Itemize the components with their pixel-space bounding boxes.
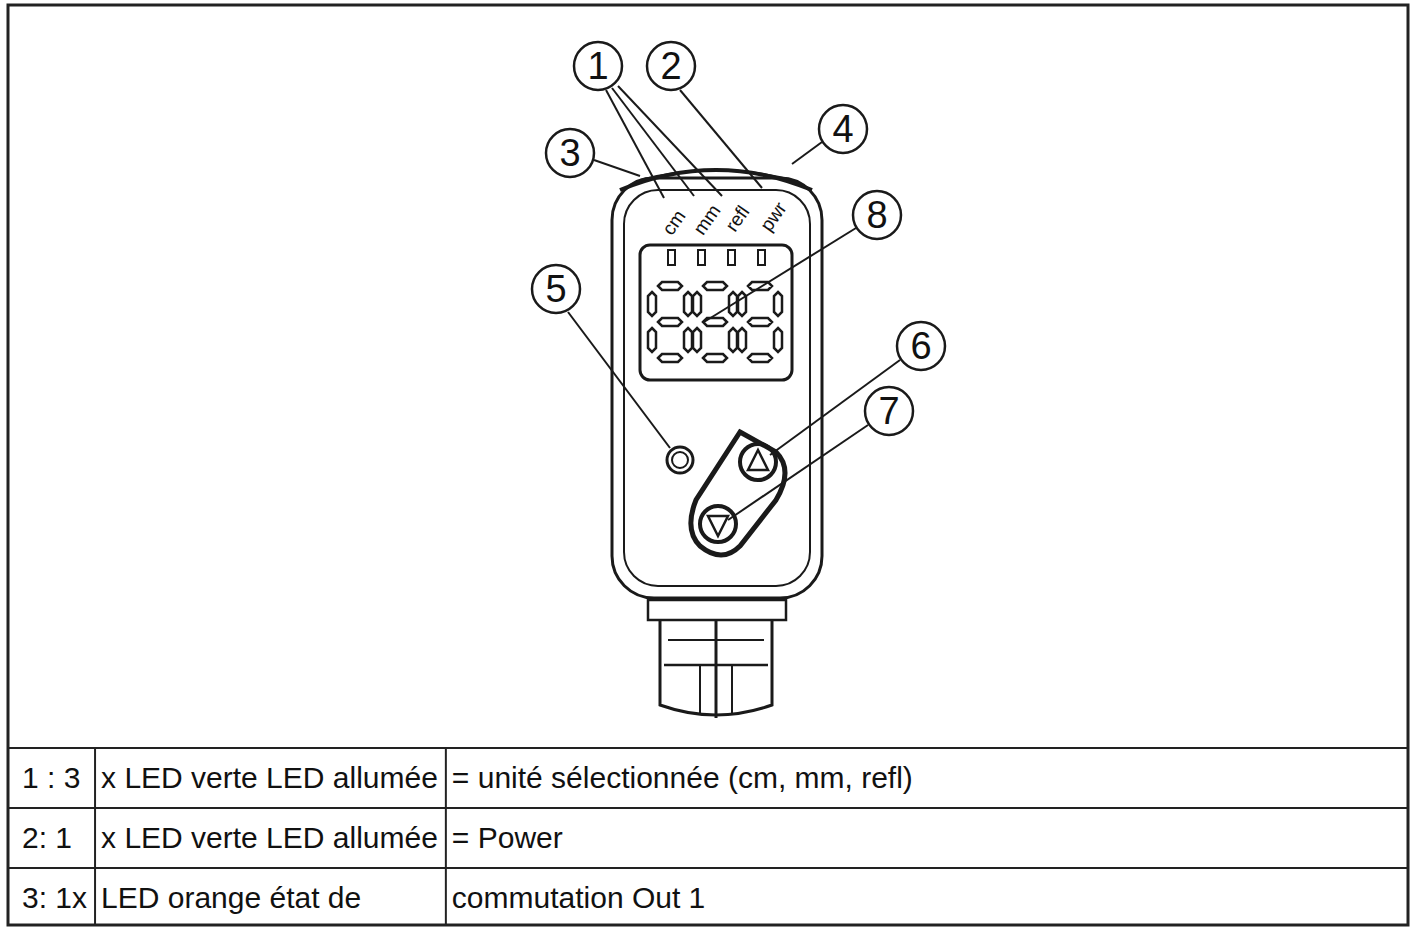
callout-circle bbox=[897, 322, 945, 370]
leader-lines bbox=[568, 86, 900, 520]
callout-circle bbox=[865, 387, 913, 435]
callout-circle bbox=[647, 42, 695, 90]
display-segment bbox=[658, 282, 682, 290]
display-segment bbox=[774, 292, 782, 316]
display-segment bbox=[658, 354, 682, 362]
display-segment bbox=[648, 328, 656, 352]
table-cell: 1 : 3 bbox=[22, 763, 80, 793]
callout-circles bbox=[532, 42, 945, 435]
led-window bbox=[698, 250, 705, 265]
callout-number: 3 bbox=[559, 134, 580, 172]
table-cell: x LED verte LED allumée bbox=[101, 823, 438, 853]
callout-circle bbox=[532, 265, 580, 313]
display-segment bbox=[693, 292, 701, 316]
led-label: pwr bbox=[756, 198, 789, 234]
led-label: cm bbox=[659, 206, 689, 238]
sensor-body bbox=[612, 170, 822, 718]
table-column-line bbox=[445, 748, 447, 925]
table-cell: = Power bbox=[452, 823, 563, 853]
callout-circle bbox=[546, 129, 594, 177]
led-label: mm bbox=[690, 201, 724, 238]
seven-segment-display bbox=[648, 282, 782, 362]
outer-frame bbox=[8, 5, 1408, 925]
callout-number: 5 bbox=[545, 270, 566, 308]
table-cell: x LED verte LED allumée bbox=[101, 763, 438, 793]
table-line bbox=[8, 867, 1408, 869]
led-window bbox=[758, 250, 765, 265]
display-segment bbox=[729, 328, 737, 352]
table-column-line bbox=[94, 748, 96, 925]
led-window bbox=[668, 250, 675, 265]
table-line bbox=[8, 747, 1408, 749]
callout-number: 7 bbox=[878, 392, 899, 430]
callout-circle bbox=[574, 42, 622, 90]
display-segment bbox=[648, 292, 656, 316]
callout-number: 1 bbox=[587, 47, 608, 85]
callout-number: 8 bbox=[866, 196, 887, 234]
display-segment bbox=[703, 318, 727, 326]
led-window bbox=[728, 250, 735, 265]
display-segment bbox=[684, 292, 692, 316]
display-segment bbox=[703, 282, 727, 290]
display-segment bbox=[774, 328, 782, 352]
table-column-lines bbox=[95, 748, 446, 925]
callout-circle bbox=[853, 191, 901, 239]
display-segment bbox=[658, 318, 682, 326]
led-label: refl bbox=[722, 202, 753, 235]
display-segment bbox=[684, 328, 692, 352]
callout-number: 2 bbox=[660, 47, 681, 85]
callout-circle bbox=[819, 105, 867, 153]
table-cell: LED orange état de bbox=[101, 883, 361, 913]
display-segment bbox=[693, 328, 701, 352]
table-cell: 2: 1 bbox=[22, 823, 72, 853]
display-segment bbox=[738, 328, 746, 352]
table-line bbox=[8, 807, 1408, 809]
callout-number: 6 bbox=[910, 327, 931, 365]
table-cell: 3: 1x bbox=[22, 883, 87, 913]
display-segment bbox=[748, 354, 772, 362]
display-segment bbox=[748, 318, 772, 326]
led-indicators bbox=[668, 250, 765, 265]
table-cell: commutation Out 1 bbox=[452, 883, 705, 913]
callout-number: 4 bbox=[832, 110, 853, 148]
table-cell: = unité sélectionnée (cm, mm, refl) bbox=[452, 763, 913, 793]
display-segment bbox=[703, 354, 727, 362]
